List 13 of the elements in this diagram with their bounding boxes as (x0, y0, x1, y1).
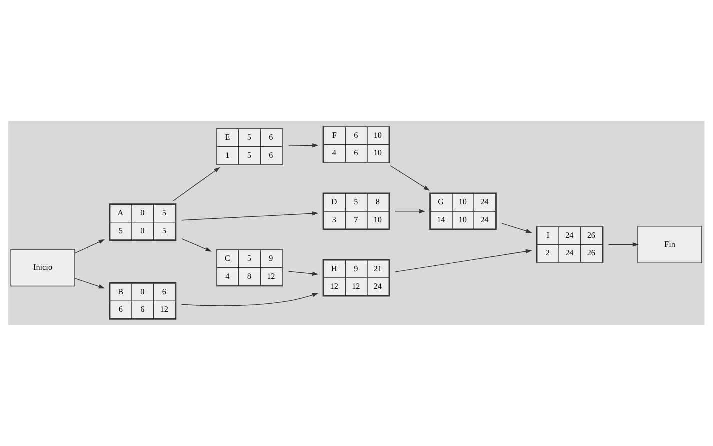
arrow (74, 240, 105, 254)
arrow (288, 271, 319, 276)
arrow (288, 144, 319, 148)
arrow (608, 242, 640, 247)
arrow (182, 212, 319, 221)
arrow (395, 209, 426, 214)
arrow (172, 167, 220, 202)
arrow (182, 238, 212, 252)
arrow (74, 278, 106, 289)
arrow (395, 249, 532, 272)
arrow (390, 166, 430, 191)
arrow (502, 223, 532, 234)
arrow (181, 293, 319, 306)
